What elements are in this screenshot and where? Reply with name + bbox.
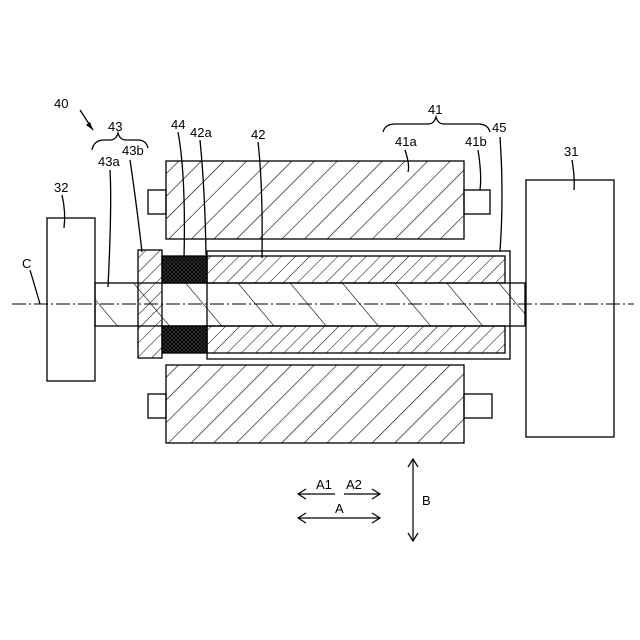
- arrowhead-40: [86, 122, 93, 130]
- part-44-upper: [162, 256, 207, 283]
- arrow-B: [408, 459, 418, 541]
- leader-C: [30, 270, 40, 304]
- roller-lower-left-stub: [148, 394, 166, 418]
- brace-41: [383, 117, 490, 132]
- leader-41b: [478, 150, 481, 190]
- label-44: 44: [171, 117, 185, 132]
- roller-lower-body: [166, 365, 464, 443]
- label-B: B: [422, 493, 431, 508]
- label-41b: 41b: [465, 134, 487, 149]
- label-31: 31: [564, 144, 578, 159]
- leader-43b: [130, 160, 142, 252]
- label-41: 41: [428, 102, 442, 117]
- leader-43a: [108, 170, 111, 287]
- leader-45: [500, 137, 502, 251]
- label-C: C: [22, 256, 31, 271]
- label-A2: A2: [346, 477, 362, 492]
- label-A: A: [335, 501, 344, 516]
- label-40: 40: [54, 96, 68, 111]
- layer-42-lower: [207, 326, 505, 353]
- label-43a: 43a: [98, 154, 120, 169]
- part-44-lower: [162, 326, 207, 353]
- label-43b: 43b: [122, 143, 144, 158]
- label-45: 45: [492, 120, 506, 135]
- part-31: [526, 180, 614, 437]
- label-42a: 42a: [190, 125, 212, 140]
- roller-upper-left-stub: [148, 190, 166, 214]
- roller-lower-right-stub: [464, 394, 492, 418]
- part-32: [47, 218, 95, 381]
- layer-42-upper: [207, 256, 505, 283]
- roller-upper-right-stub: [464, 190, 490, 214]
- label-41a: 41a: [395, 134, 417, 149]
- label-42: 42: [251, 127, 265, 142]
- label-43: 43: [108, 119, 122, 134]
- roller-upper-body: [166, 161, 464, 239]
- label-A1: A1: [316, 477, 332, 492]
- label-32: 32: [54, 180, 68, 195]
